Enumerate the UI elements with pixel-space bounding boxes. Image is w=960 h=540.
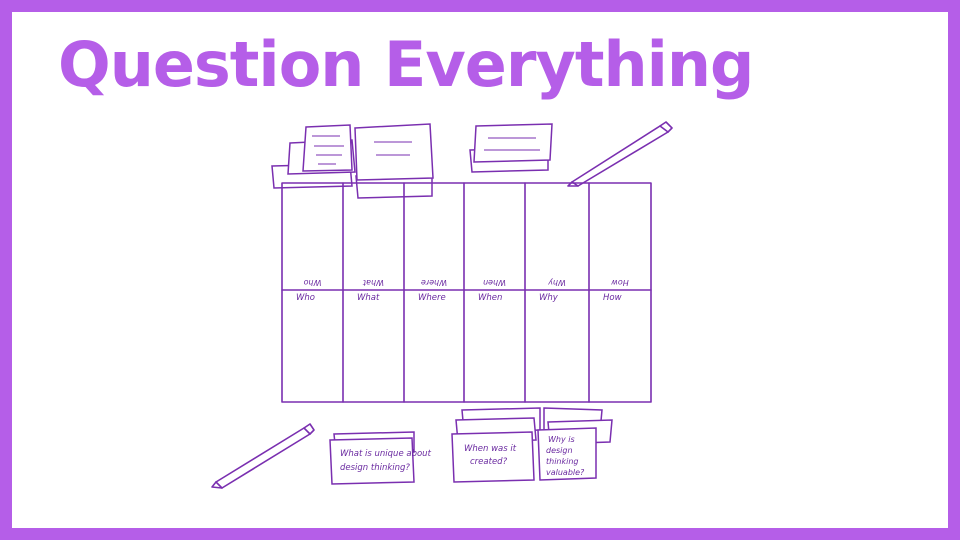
mirrored-label-when: When	[483, 278, 506, 287]
sticky-note-line: Why is	[548, 435, 575, 444]
column-label-where: Where	[418, 293, 446, 303]
svg-text:thinking: thinking	[546, 457, 579, 466]
column-label-when: When	[478, 293, 502, 303]
svg-text:Why is: Why is	[548, 435, 575, 444]
slide-title: Question Everything	[58, 28, 754, 101]
sticky-note-stack-top-left	[271, 123, 434, 199]
column-label-how: How	[603, 293, 622, 303]
column-label-what: What	[357, 293, 380, 303]
sticky-note-line: When was it	[464, 444, 517, 454]
sticky-note-line: valuable?	[546, 468, 585, 477]
sticky-note-line: design thinking?	[340, 463, 410, 473]
sticky-note-created: When was it created?	[451, 407, 541, 483]
column-label-who: Who	[296, 293, 315, 303]
mirrored-label-who: Who	[303, 278, 321, 287]
mirrored-label-why: Why	[548, 278, 566, 287]
mirrored-label-what: What	[362, 278, 384, 287]
column-labels: Who What Where When Why How	[296, 293, 622, 303]
sticky-note-unique: What is unique about design thinking?	[329, 431, 432, 485]
svg-text:design thinking?: design thinking?	[340, 463, 410, 473]
mirrored-top-labels: Who What Where When Why How	[303, 278, 628, 287]
sticky-note-line: What is unique about	[340, 449, 432, 459]
pencil-icon	[211, 423, 315, 489]
svg-text:design: design	[546, 446, 573, 455]
sticky-note-line: created?	[470, 457, 508, 467]
sticky-note-valuable: Why is design thinking valuable?	[537, 407, 613, 481]
sticky-note-line: design	[546, 446, 573, 455]
svg-text:created?: created?	[470, 457, 508, 467]
mirrored-label-where: Where	[421, 278, 447, 287]
svg-text:When was it: When was it	[464, 444, 517, 454]
sticky-note-stack-top-right	[469, 123, 553, 173]
column-label-why: Why	[539, 293, 559, 303]
pencil-icon	[567, 121, 673, 187]
svg-text:What is unique about: What is unique about	[340, 449, 432, 459]
mirrored-label-how: How	[611, 278, 629, 287]
sticky-note-line: thinking	[546, 457, 579, 466]
svg-text:valuable?: valuable?	[546, 468, 585, 477]
